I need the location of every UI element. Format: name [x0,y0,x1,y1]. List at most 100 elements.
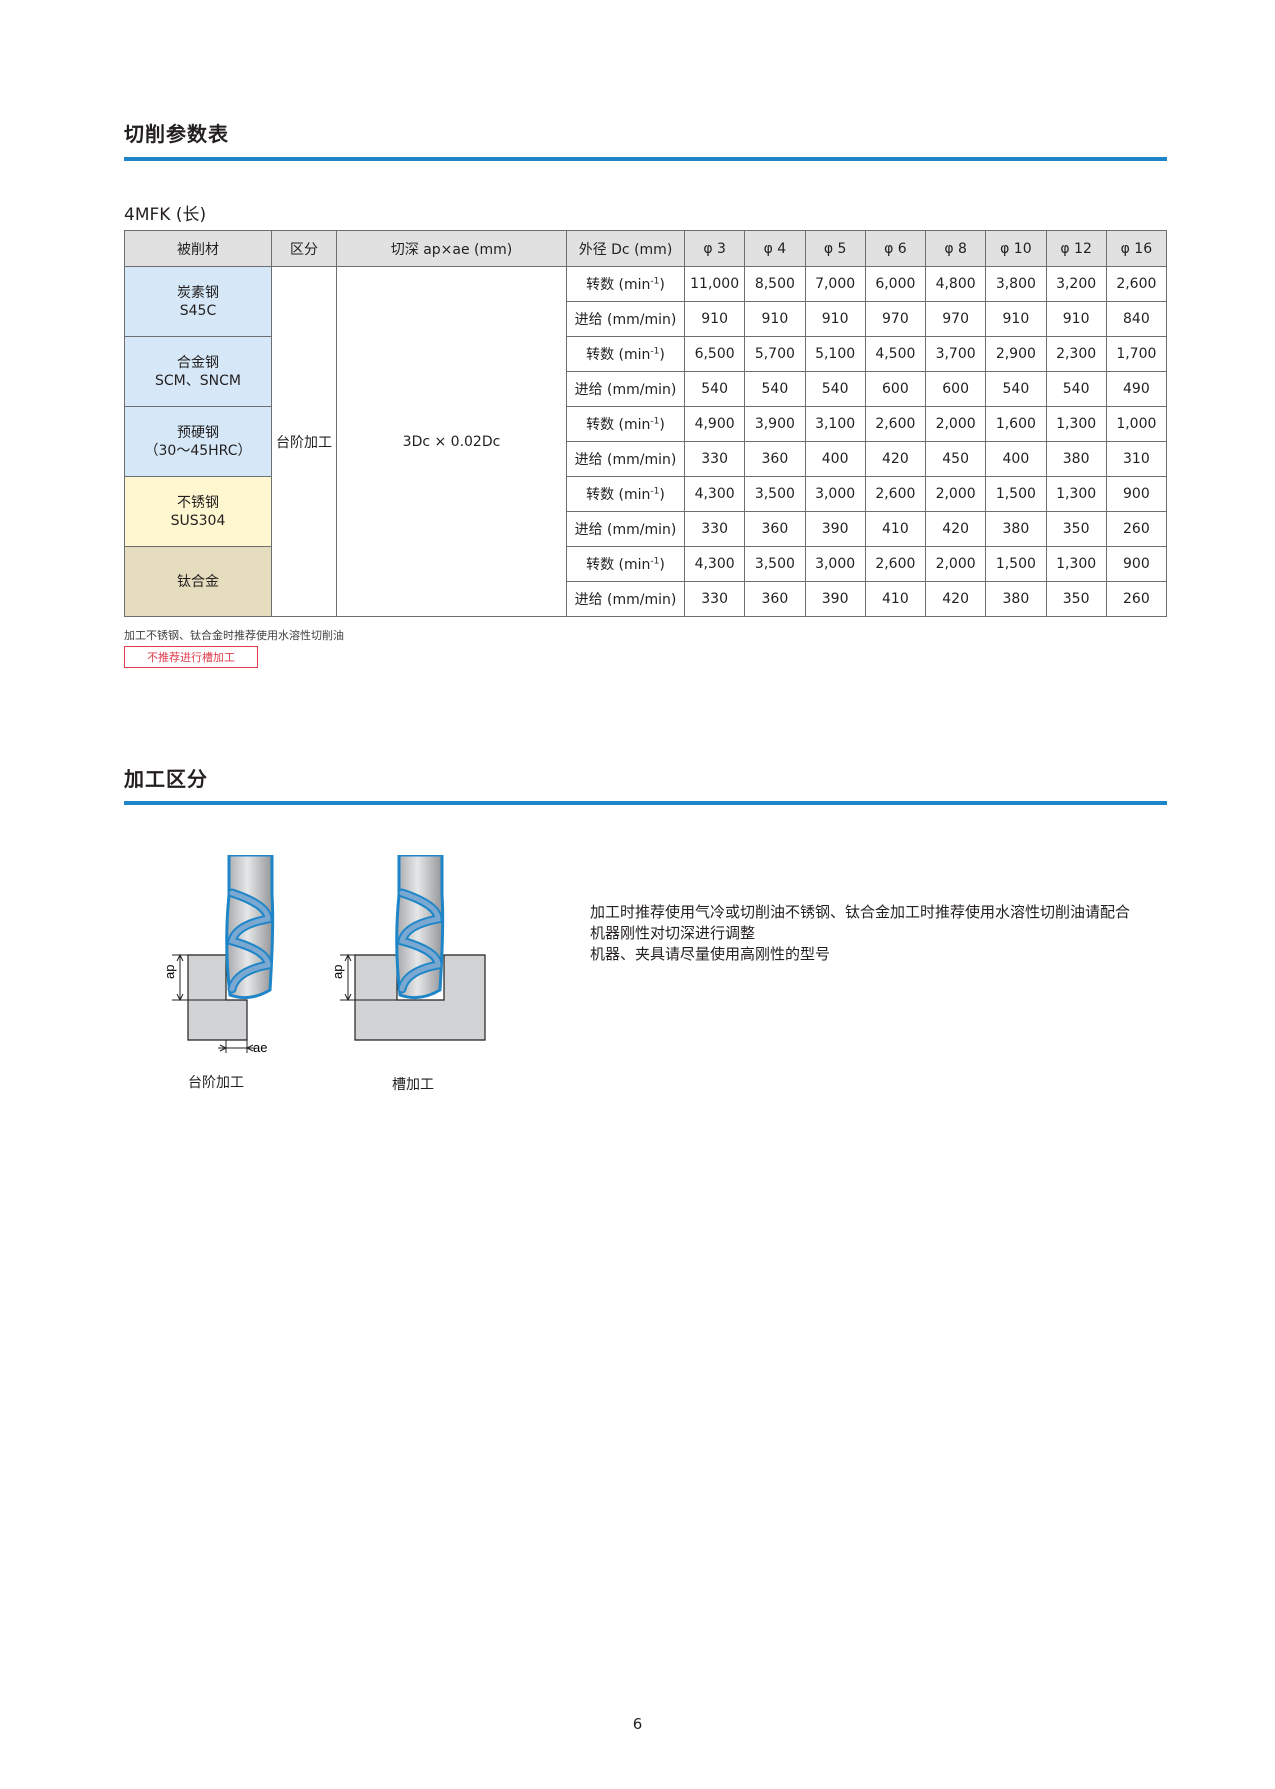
material-cell: 预硬钢（30～45HRC） [124,406,272,477]
feed-label: 进给 (mm/min) [566,511,685,547]
feed-value: 910 [744,301,806,337]
warning-badge: 不推荐进行槽加工 [124,646,258,668]
feed-value: 910 [804,301,866,337]
ae-label: ae [253,1040,267,1055]
speed-value: 4,300 [683,476,746,512]
material-name: 炭素钢 [177,284,219,301]
speed-label: 转数 (min-1) [566,546,685,582]
speed-label-sup: -1 [650,486,660,497]
feed-label: 进给 (mm/min) [566,441,685,477]
process-description: 加工时推荐使用气冷或切削油不锈钢、钛合金加工时推荐使用水溶性切削油请配合 机器刚… [590,902,1130,965]
speed-value: 4,500 [864,336,927,372]
material-name: 钛合金 [177,573,219,590]
machining-diagram: ap ae ap [162,855,486,1055]
speed-value: 3,100 [804,406,866,442]
feed-value: 600 [924,371,987,407]
speed-value: 900 [1105,476,1168,512]
slot-machining-label: 槽加工 [392,1077,434,1093]
feed-value: 420 [864,441,927,477]
material-name: 不锈钢 [177,494,219,511]
feed-value: 410 [864,511,927,547]
header-size: φ 16 [1105,230,1168,267]
header-size: φ 4 [744,230,806,267]
description-line: 机器刚性对切深进行调整 [590,924,756,942]
speed-label-sup: -1 [650,276,660,287]
page-number: 6 [632,1715,643,1733]
feed-value: 970 [864,301,927,337]
speed-value: 2,600 [864,546,927,582]
speed-label-sup: -1 [650,416,660,427]
feed-value: 540 [985,371,1047,407]
feed-value: 420 [924,581,987,617]
speed-value: 3,200 [1045,266,1107,302]
speed-label-close: ) [659,277,665,293]
feed-value: 540 [1045,371,1107,407]
feed-label: 进给 (mm/min) [566,301,685,337]
speed-value: 8,500 [744,266,806,302]
speed-value: 4,900 [683,406,746,442]
header-type: 区分 [271,230,337,267]
feed-value: 490 [1105,371,1168,407]
section-title-params: 切削参数表 [124,122,229,146]
feed-value: 410 [864,581,927,617]
speed-value: 2,600 [1105,266,1168,302]
speed-label: 转数 (min-1) [566,336,685,372]
feed-value: 400 [804,441,866,477]
section-rule [124,801,1167,805]
header-diameter: 外径 Dc (mm) [566,230,685,267]
speed-value: 2,300 [1045,336,1107,372]
speed-value: 7,000 [804,266,866,302]
speed-value: 2,000 [924,546,987,582]
speed-value: 6,500 [683,336,746,372]
feed-value: 260 [1105,581,1168,617]
feed-value: 380 [1045,441,1107,477]
speed-value: 4,800 [924,266,987,302]
ap-dimension-left [172,953,226,1002]
header-size: φ 3 [683,230,746,267]
speed-value: 1,700 [1105,336,1168,372]
feed-value: 330 [683,441,746,477]
speed-label-text: 转数 (min [586,417,651,433]
speed-label-text: 转数 (min [586,277,651,293]
feed-value: 540 [683,371,746,407]
material-name: 合金钢 [177,354,219,371]
speed-value: 1,500 [985,476,1047,512]
slot-endmill [395,855,445,1000]
feed-value: 360 [744,581,806,617]
speed-value: 2,600 [864,406,927,442]
ap-dimension-right [340,953,397,1002]
description-line: 加工时推荐使用气冷或切削油不锈钢、钛合金加工时推荐使用水溶性切削油请配合 [590,903,1131,921]
speed-value: 1,600 [985,406,1047,442]
section-rule [124,157,1167,161]
speed-value: 3,000 [804,546,866,582]
speed-value: 3,900 [744,406,806,442]
feed-value: 350 [1045,511,1107,547]
speed-value: 2,600 [864,476,927,512]
speed-value: 1,500 [985,546,1047,582]
speed-label-close: ) [659,487,665,503]
speed-value: 3,500 [744,476,806,512]
speed-label-sup: -1 [650,346,660,357]
speed-label-text: 转数 (min [586,487,651,503]
feed-value: 260 [1105,511,1168,547]
speed-label-close: ) [659,347,665,363]
speed-value: 2,900 [985,336,1047,372]
step-machining-label: 台阶加工 [188,1075,244,1091]
feed-value: 540 [804,371,866,407]
speed-value: 3,000 [804,476,866,512]
feed-value: 400 [985,441,1047,477]
feed-value: 330 [683,511,746,547]
speed-label-text: 转数 (min [586,347,651,363]
material-grade: SCM、SNCM [155,372,241,389]
feed-value: 910 [985,301,1047,337]
header-size: φ 6 [864,230,927,267]
feed-value: 380 [985,511,1047,547]
material-name: 预硬钢 [177,424,219,441]
feed-value: 380 [985,581,1047,617]
table-header-row: 被削材 区分 切深 ap×ae (mm) 外径 Dc (mm) φ 3 φ 4 … [124,230,1168,267]
